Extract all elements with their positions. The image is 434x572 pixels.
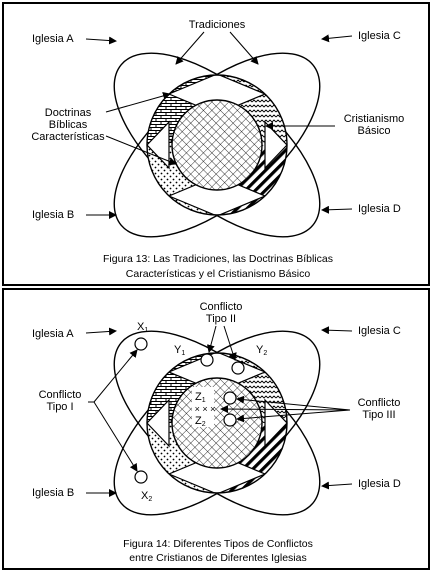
point-x1 bbox=[134, 337, 148, 351]
figure-13-diagram: Tradiciones Iglesia A Iglesia C Iglesia … bbox=[31, 19, 405, 280]
label-conflicto-ii-2: Tipo II bbox=[206, 313, 236, 325]
point-x2 bbox=[134, 470, 148, 484]
label-iglesia-a: Iglesia A bbox=[32, 33, 74, 45]
label-iglesia-c: Iglesia C bbox=[358, 325, 401, 337]
crosses-mark: × × × bbox=[195, 404, 216, 414]
label-cristianismo-2: Básico bbox=[357, 125, 390, 137]
point-y1 bbox=[200, 353, 214, 367]
label-iglesia-b: Iglesia B bbox=[32, 209, 74, 221]
figure-14-diagram: × × × X1 X2 Y1 Y2 Z1 Z2 Iglesia A Iglesi… bbox=[32, 301, 401, 564]
label-doctrinas-3: Características bbox=[31, 131, 105, 143]
label-iglesia-d: Iglesia D bbox=[358, 478, 401, 490]
label-z1: Z1 bbox=[195, 391, 206, 404]
label-iglesia-c: Iglesia C bbox=[358, 30, 401, 42]
label-cristianismo-1: Cristianismo bbox=[344, 113, 405, 125]
label-iglesia-a: Iglesia A bbox=[32, 328, 74, 340]
doctrines-circle bbox=[146, 352, 288, 494]
label-conflicto-i-1: Conflicto bbox=[39, 389, 82, 401]
label-conflicto-ii-1: Conflicto bbox=[200, 301, 243, 313]
figure-13-caption-line-2: Características y el Cristianismo Básico bbox=[126, 268, 311, 280]
label-iglesia-b: Iglesia B bbox=[32, 487, 74, 499]
basic-christianity-circle bbox=[171, 377, 263, 469]
label-conflicto-iii-1: Conflicto bbox=[358, 397, 401, 409]
label-y1: Y1 bbox=[174, 344, 185, 357]
figure-14-caption-line-2: entre Cristianos de Diferentes Iglesias bbox=[129, 552, 306, 564]
label-conflicto-iii-2: Tipo III bbox=[362, 409, 395, 421]
doctrines-circle bbox=[146, 74, 288, 216]
figure-13-caption-line-1: Figura 13: Las Tradiciones, las Doctrina… bbox=[103, 253, 333, 265]
point-y2 bbox=[231, 361, 245, 375]
label-x1: X1 bbox=[137, 321, 148, 334]
point-z2 bbox=[223, 413, 237, 427]
label-doctrinas-2: Bíblicas bbox=[49, 119, 88, 131]
figure-14-caption-line-1: Figura 14: Diferentes Tipos de Conflicto… bbox=[123, 538, 313, 550]
label-tradiciones: Tradiciones bbox=[189, 19, 246, 31]
label-iglesia-d: Iglesia D bbox=[358, 203, 401, 215]
figure-14-panel: × × × X1 X2 Y1 Y2 Z1 Z2 Iglesia A Iglesi… bbox=[2, 288, 430, 570]
label-x2: X2 bbox=[141, 490, 152, 503]
label-doctrinas-1: Doctrinas bbox=[45, 107, 92, 119]
point-z1 bbox=[223, 391, 237, 405]
figure-13-panel: Tradiciones Iglesia A Iglesia C Iglesia … bbox=[2, 2, 430, 286]
basic-christianity-circle bbox=[171, 99, 263, 191]
label-z2: Z2 bbox=[195, 415, 206, 428]
label-conflicto-i-2: Tipo I bbox=[46, 401, 73, 413]
label-y2: Y2 bbox=[256, 344, 267, 357]
